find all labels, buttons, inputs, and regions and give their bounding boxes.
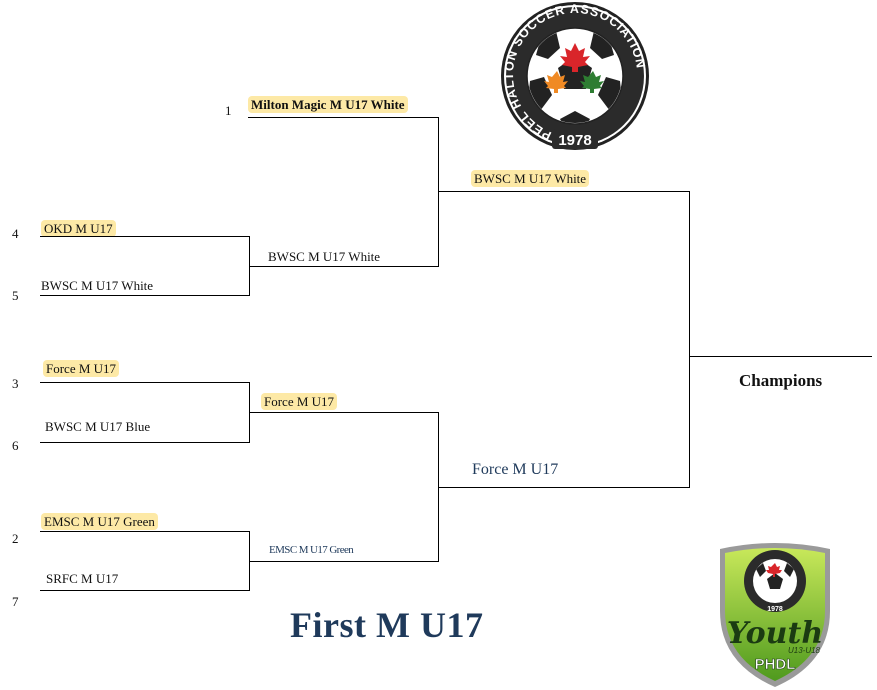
r1-line-okd	[40, 236, 250, 237]
logo2-year: 1978	[767, 606, 783, 613]
champions-label: Champions	[739, 371, 823, 390]
r1-team-srfc: SRFC M U17	[46, 571, 119, 586]
champion-line	[690, 356, 872, 357]
r1-line-bwsc-white	[40, 295, 250, 296]
r3-team-bwsc-white: BWSC M U17 White	[471, 170, 590, 187]
r2-line-emsc	[250, 561, 439, 562]
r3-connector	[689, 191, 690, 488]
r1-connector-a	[249, 236, 250, 296]
logo2-range: U13-U18	[788, 646, 821, 655]
r1-line-srfc	[40, 590, 250, 591]
r2-line-force	[250, 412, 439, 413]
r3-line-force	[439, 487, 690, 488]
logo-year: 1978	[558, 132, 591, 149]
r2-line-bwsc-white	[250, 266, 439, 267]
logo2-youth-word: Youth	[727, 616, 823, 651]
r2-team-force: Force M U17	[261, 393, 338, 410]
r1-connector-c	[249, 531, 250, 591]
r3-line-bwsc-white	[439, 191, 690, 192]
peel-halton-logo: PEEL HALTON SOCCER ASSOCIATION 1978	[501, 2, 649, 150]
r1-team-force: Force M U17	[43, 360, 120, 377]
logo2-phdl: PHDL	[755, 656, 796, 673]
r2-connector-b	[438, 412, 439, 562]
seed-7: 7	[12, 594, 19, 609]
r3-team-force: Force M U17	[472, 461, 559, 478]
bracket-title: First M U17	[290, 605, 484, 645]
r1-line-emsc	[40, 531, 250, 532]
seed-5: 5	[12, 288, 19, 303]
r1-connector-b	[249, 382, 250, 443]
seed-6: 6	[12, 438, 19, 453]
seed-4: 4	[12, 226, 19, 241]
r1-line-milton	[248, 117, 439, 118]
seed-1: 1	[225, 103, 232, 118]
r2-team-emsc: EMSC M U17 Green	[269, 544, 354, 556]
youth-phdl-logo: 1978 Youth U13-U18 PHDL	[720, 543, 830, 687]
r2-team-bwsc-white: BWSC M U17 White	[268, 249, 381, 264]
r1-team-okd: OKD M U17	[41, 220, 116, 237]
r1-team-milton: Milton Magic M U17 White	[248, 96, 408, 113]
r1-line-bwsc-blue	[40, 442, 250, 443]
seed-3: 3	[12, 376, 19, 391]
r2-connector-a	[438, 117, 439, 267]
r1-line-force	[40, 382, 250, 383]
seed-2: 2	[12, 531, 19, 546]
r1-team-bwsc-blue: BWSC M U17 Blue	[45, 419, 151, 434]
r1-team-emsc: EMSC M U17 Green	[41, 513, 158, 530]
r1-team-bwsc-white: BWSC M U17 White	[41, 278, 154, 293]
